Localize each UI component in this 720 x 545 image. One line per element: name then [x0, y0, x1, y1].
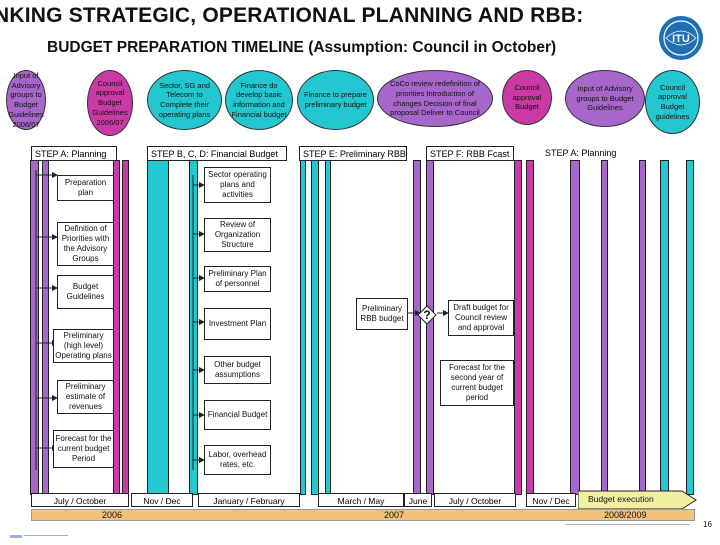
page-title: NKING STRATEGIC, OPERATIONAL PLANNING AN… — [0, 4, 584, 27]
step-bcd-financial-budget: STEP B, C, D: Financial Budget — [147, 146, 287, 161]
bar-cyan-7 — [686, 160, 694, 495]
oval-advisory-input: Input of Advisory groups to Budget Guide… — [6, 70, 46, 130]
period-mar-may: March / May — [318, 493, 404, 507]
box-financial-budget: Financial Budget — [204, 400, 271, 430]
oval-council-approval-guidelines-2: Council approval Budget guidelines — [645, 70, 700, 134]
year-2008-2009: 2008/2009 — [604, 510, 647, 520]
year-2006: 2006 — [102, 510, 123, 520]
page-number: 16 — [703, 520, 712, 529]
box-prelim-personnel: Preliminary Plan of personnel — [204, 266, 271, 292]
box-investment-plan: Investment Plan — [204, 308, 271, 340]
footer-rule — [565, 524, 690, 525]
period-nov-dec-2: Nov / Dec — [526, 493, 576, 507]
year-2007: 2007 — [384, 510, 405, 520]
oval-finance-prelim-budget: Finance to prepare preliminary budget — [297, 70, 374, 130]
bar-magenta-3 — [514, 160, 522, 495]
period-june: June — [404, 493, 432, 507]
step-a-planning: STEP A: Planning — [31, 146, 117, 161]
step-a-planning-2: STEP A: Planning — [545, 148, 617, 158]
step-e-preliminary-rbb: STEP E: Preliminary RBB — [299, 146, 407, 161]
box-review-org-structure: Review of Organization Structure — [204, 218, 271, 252]
box-budget-guidelines: Budget Guidelines — [57, 275, 114, 309]
box-other-assumptions: Other budget assumptions — [204, 356, 271, 384]
box-draft-budget: Draft budget for Council review and appr… — [448, 300, 514, 336]
oval-finance-basic-info: Finance do develop basic information and… — [225, 70, 293, 130]
budget-execution-label: Budget execution — [588, 494, 654, 504]
oval-coco-review: CoCo review redefinition of priorities I… — [377, 70, 493, 127]
period-jan-feb: January / February — [198, 493, 300, 507]
period-nov-dec: Nov / Dec — [131, 493, 193, 507]
question-mark: ? — [423, 308, 430, 322]
box-sector-plans: Sector operating plans and activities — [204, 167, 271, 203]
logo-text: ITU — [672, 33, 690, 45]
box-forecast-current: Forecast for the current budget Period — [53, 430, 114, 468]
page-subtitle: BUDGET PREPARATION TIMELINE (Assumption:… — [47, 39, 557, 56]
year-band — [31, 509, 695, 521]
box-prelim-rbb-budget: Preliminary RBB budget — [356, 298, 408, 330]
footer-logo-mark — [10, 527, 70, 538]
box-preparation-plan: Preparation plan — [57, 175, 114, 201]
budget-execution-arrow — [577, 489, 698, 511]
period-jul-oct-2006: July / October — [31, 493, 129, 507]
itu-logo: ITU — [657, 14, 705, 62]
box-forecast-second-year: Forecast for the second year of current … — [440, 360, 514, 406]
box-definition-priorities: Definition of Priorities with the Adviso… — [57, 222, 114, 266]
box-prelim-operating-plans: Preliminary (high level) Operating plans — [53, 329, 114, 363]
step-f-rbb-fcast: STEP F: RBB Fcast — [426, 146, 514, 161]
oval-sector-operating-plans: Sector, SG and Telecom to Complete their… — [147, 70, 222, 130]
box-prelim-revenues: Preliminary estimate of revenues — [57, 380, 114, 414]
period-jul-oct-2007: July / October — [434, 493, 516, 507]
oval-council-approval-guidelines: Council approval Budget Guidelines 2006/… — [87, 70, 133, 136]
decision-diamond: ? — [417, 305, 437, 325]
box-labor-rates: Labor, overhead rates, etc. — [204, 445, 271, 475]
oval-advisory-input-2: Input of Advisory groups to Budget Guide… — [565, 70, 645, 127]
oval-council-approval-budget: Council approval Budget — [502, 70, 552, 125]
